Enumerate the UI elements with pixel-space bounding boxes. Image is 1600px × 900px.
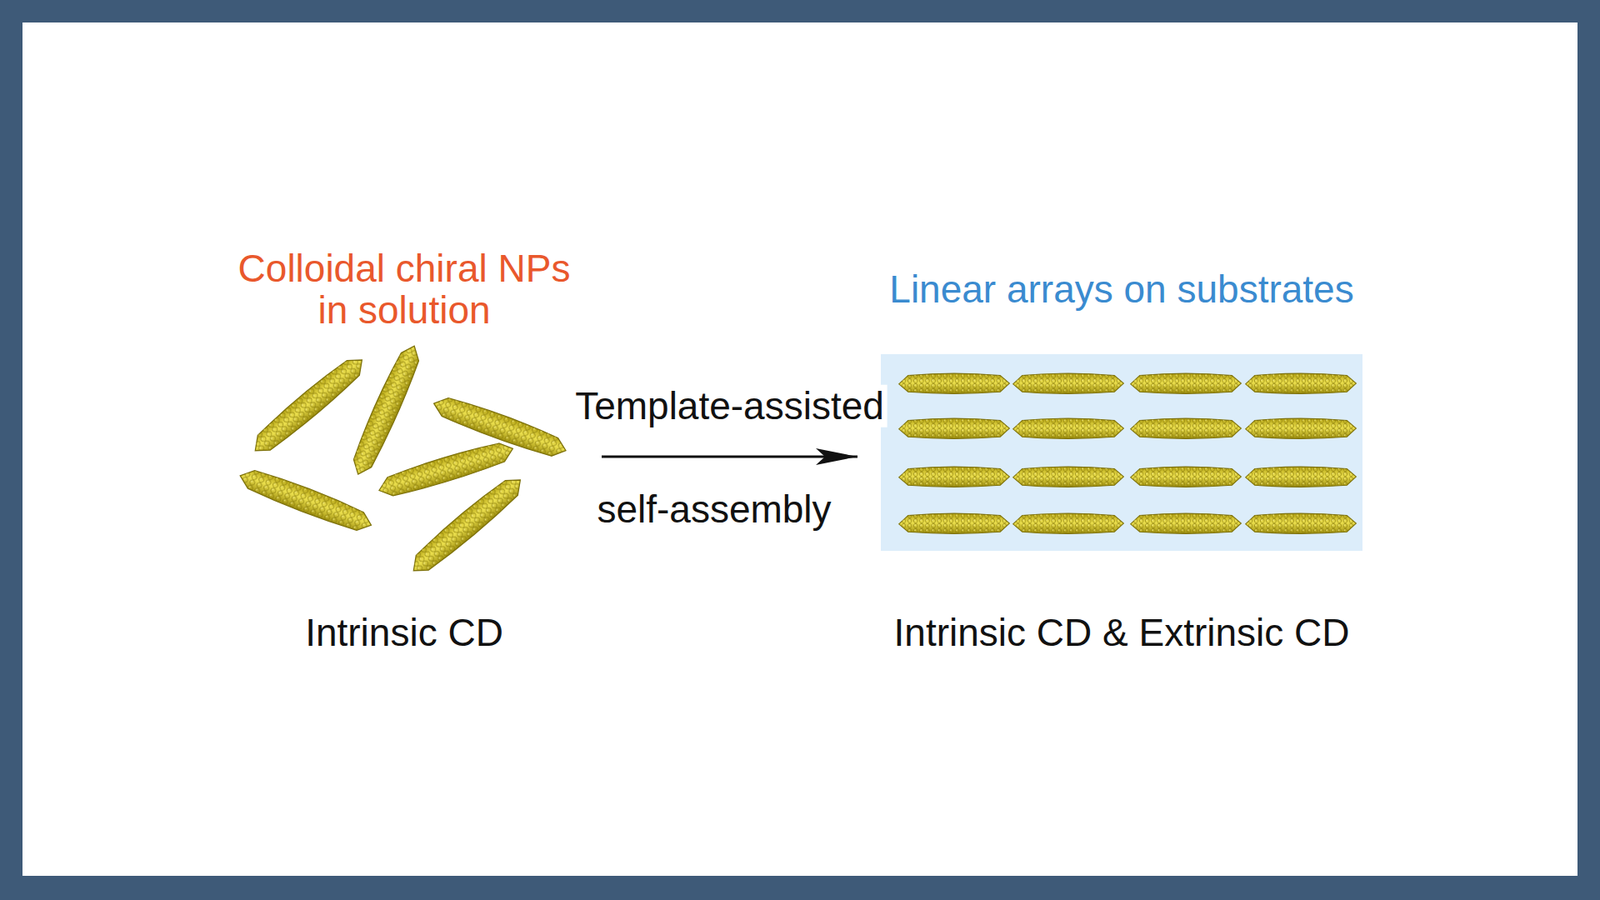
process-arrow — [601, 455, 858, 459]
nanorod — [1130, 373, 1242, 394]
nanorod — [899, 466, 1010, 487]
nanorod — [1245, 513, 1357, 534]
nanorod — [1245, 466, 1357, 487]
nanorod — [1013, 513, 1125, 534]
aligned-nanorods — [899, 373, 1357, 534]
nanorod — [899, 513, 1010, 534]
nanorod — [1130, 466, 1242, 487]
nanorod — [899, 418, 1010, 439]
nanorod — [1013, 418, 1125, 439]
nanoparticle-group: Colloidal chiral NPs in solutionIntrinsi… — [233, 340, 575, 582]
nanorod — [1013, 466, 1125, 487]
nanorod — [1245, 373, 1357, 394]
process-label: self-assembly — [593, 488, 835, 531]
property-label: Intrinsic CD & Extrinsic CD — [894, 611, 1350, 655]
group-heading: Linear arrays on substrates — [889, 268, 1354, 311]
substrate-panel — [880, 354, 1363, 551]
colloidal-nanorods — [235, 341, 570, 580]
substrate-panel: Linear arrays on substratesIntrinsic CD … — [880, 354, 1363, 551]
property-label: Intrinsic CD — [305, 611, 504, 655]
nanorod — [1013, 373, 1125, 394]
nanorod — [1130, 418, 1242, 439]
nanorod — [1130, 513, 1242, 534]
process-label: Template-assisted — [571, 385, 888, 428]
group-heading: Colloidal chiral NPs in solution — [229, 247, 580, 332]
nanorod — [1245, 418, 1357, 439]
nanorod — [899, 373, 1010, 394]
